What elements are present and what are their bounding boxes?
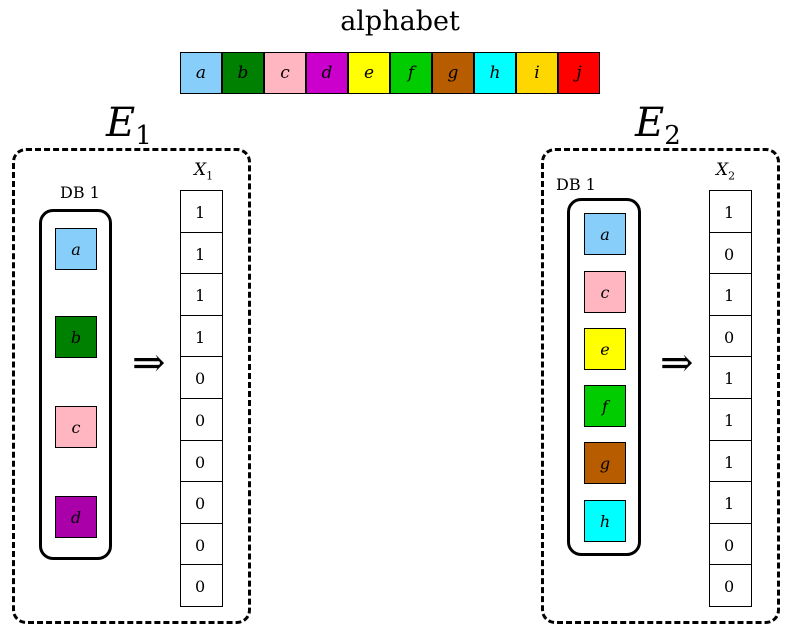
vector-cell: 1 (180, 232, 223, 274)
vector-cell: 0 (180, 356, 223, 399)
example-2-arrow: ⇒ (660, 340, 694, 386)
alphabet-cell-i: i (516, 52, 558, 94)
diagram-title: alphabet (340, 6, 460, 37)
db-item-b: b (55, 316, 97, 358)
vector-cell: 0 (180, 523, 223, 565)
example-2-db-label: DB 1 (556, 175, 596, 194)
vector-cell: 0 (709, 523, 752, 565)
vector-cell: 1 (180, 190, 223, 233)
db-item-f: f (584, 385, 626, 427)
vector-cell: 0 (180, 481, 223, 524)
example-2-panel (541, 148, 780, 624)
db-item-a: a (584, 213, 626, 255)
example-2-db-box (567, 198, 641, 556)
vector-cell: 1 (709, 190, 752, 233)
vector-cell: 1 (709, 440, 752, 482)
alphabet-cell-c: c (264, 52, 306, 94)
db-item-d: d (55, 496, 97, 538)
vector-cell: 0 (709, 564, 752, 607)
example-1-db-label: DB 1 (60, 183, 100, 202)
db-item-a: a (55, 228, 97, 270)
vector-cell: 1 (709, 356, 752, 399)
vector-cell: 1 (709, 273, 752, 316)
example-1-name: E1 (106, 100, 152, 151)
vector-cell: 1 (709, 481, 752, 524)
vector-cell: 0 (709, 315, 752, 357)
example-2-name: E2 (635, 100, 681, 151)
db-item-g: g (584, 442, 626, 484)
db-item-c: c (584, 271, 626, 313)
vector-cell: 1 (180, 273, 223, 316)
vector-cell: 0 (709, 232, 752, 274)
vector-cell: 0 (180, 564, 223, 607)
vector-cell: 1 (709, 398, 752, 441)
example-2-vector-label: X2 (716, 160, 736, 183)
example-1-vector-label: X1 (194, 160, 214, 183)
alphabet-cell-a: a (180, 52, 222, 94)
alphabet-cell-e: e (348, 52, 390, 94)
alphabet-cell-f: f (390, 52, 432, 94)
alphabet-cell-b: b (222, 52, 264, 94)
db-item-c: c (55, 406, 97, 448)
db-item-e: e (584, 328, 626, 370)
example-1-db-box (39, 209, 112, 560)
alphabet-cell-h: h (474, 52, 516, 94)
vector-cell: 0 (180, 398, 223, 441)
vector-cell: 1 (180, 315, 223, 357)
vector-cell: 0 (180, 440, 223, 482)
alphabet-cell-g: g (432, 52, 474, 94)
example-1-arrow: ⇒ (132, 340, 166, 386)
example-1-panel (12, 148, 251, 624)
db-item-h: h (584, 500, 626, 542)
alphabet-cell-j: j (558, 52, 600, 94)
alphabet-cell-d: d (306, 52, 348, 94)
